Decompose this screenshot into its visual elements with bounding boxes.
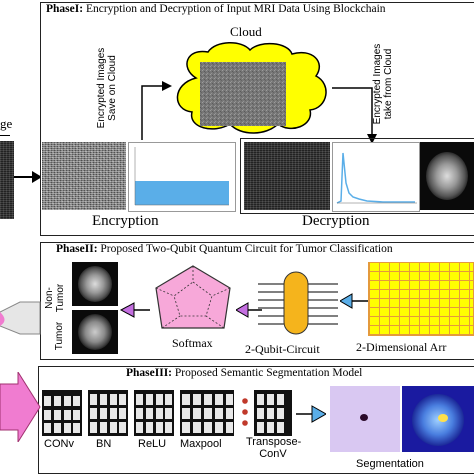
decrypted-noise-image — [244, 142, 330, 210]
circuit-label: 2-Qubit-Circuit — [245, 342, 320, 356]
two-qubit-circuit — [258, 271, 338, 335]
layer-label-bn: BN — [96, 438, 112, 450]
encryption-label: Encryption — [92, 213, 159, 229]
input-line — [0, 135, 10, 136]
decrypted-histogram — [332, 142, 420, 212]
upload-label: Encrypted Images Save on Cloud — [96, 42, 118, 134]
decryption-frame — [240, 138, 474, 214]
circuit-output-arrow — [236, 302, 262, 318]
phase1-title-bold: PhaseI: — [46, 3, 84, 15]
phase3-title-bold: PhaseIII: — [126, 367, 173, 379]
cloud-shape — [176, 42, 327, 134]
phase2-input-arrow — [0, 301, 41, 335]
decrypted-histogram-line — [336, 152, 417, 204]
encrypted-histogram-bars — [134, 147, 229, 206]
phase2-title-text: Proposed Two-Qubit Quantum Circuit for T… — [97, 243, 393, 255]
encrypted-histogram — [128, 142, 236, 212]
non-tumor-mri — [72, 262, 118, 306]
phase3-title: PhaseIII: Proposed Semantic Segmentation… — [126, 367, 362, 379]
phase1-title: PhaseI: Encryption and Decryption of Inp… — [46, 3, 386, 15]
download-arrow — [332, 87, 377, 144]
tumor-text: Tumor — [54, 321, 65, 351]
feature-map-tiles — [44, 394, 284, 433]
phase1-title-text: Encryption and Decryption of Input MRI D… — [83, 3, 386, 15]
phase2-title: PhaseII: Proposed Two-Qubit Quantum Circ… — [56, 243, 393, 255]
decrypted-mri-image — [420, 142, 474, 210]
non-tumor-text: Non-Tumor — [44, 283, 66, 313]
tumor-highlight — [438, 414, 448, 422]
cloud-label: Cloud — [230, 24, 262, 39]
softmax-output-arrow — [120, 302, 150, 318]
input-arrow — [14, 171, 42, 183]
array-output-arrow — [340, 293, 370, 309]
layer-label-relu: ReLU — [138, 438, 167, 450]
tumor-label: Tumor — [54, 316, 65, 356]
layer-label-maxpool: Maxpool — [180, 438, 222, 450]
input-label-fragment: ge — [0, 116, 13, 131]
upload-label-text: Encrypted Images Save on Cloud — [96, 47, 118, 129]
input-image-fragment — [0, 141, 14, 219]
tumor-mri — [72, 310, 118, 354]
tumor-region — [360, 414, 368, 421]
segmentation-overlay — [402, 386, 474, 452]
softmax-shape — [155, 265, 231, 329]
layer-label-conv: CONv — [44, 438, 74, 450]
phase3-title-text: Proposed Semantic Segmentation Model — [172, 367, 363, 379]
segmentation-arrow — [296, 405, 326, 423]
ellipsis-dots — [242, 398, 248, 426]
array-label: 2-Dimensional Arr — [356, 340, 447, 354]
phase3-input-arrow — [0, 372, 41, 442]
decryption-label: Decryption — [302, 213, 370, 229]
segmentation-mask — [330, 386, 400, 452]
non-tumor-label: Non-Tumor — [44, 258, 66, 318]
layer-label-transpose-conv: Transpose-ConV — [246, 436, 302, 460]
encrypted-image — [42, 142, 126, 210]
upload-arrow — [141, 81, 172, 140]
segmentation-label: Segmentation — [356, 458, 424, 470]
phase2-title-bold: PhaseII: — [56, 243, 98, 255]
softmax-label: Softmax — [172, 336, 213, 350]
two-dimensional-array — [368, 262, 474, 336]
